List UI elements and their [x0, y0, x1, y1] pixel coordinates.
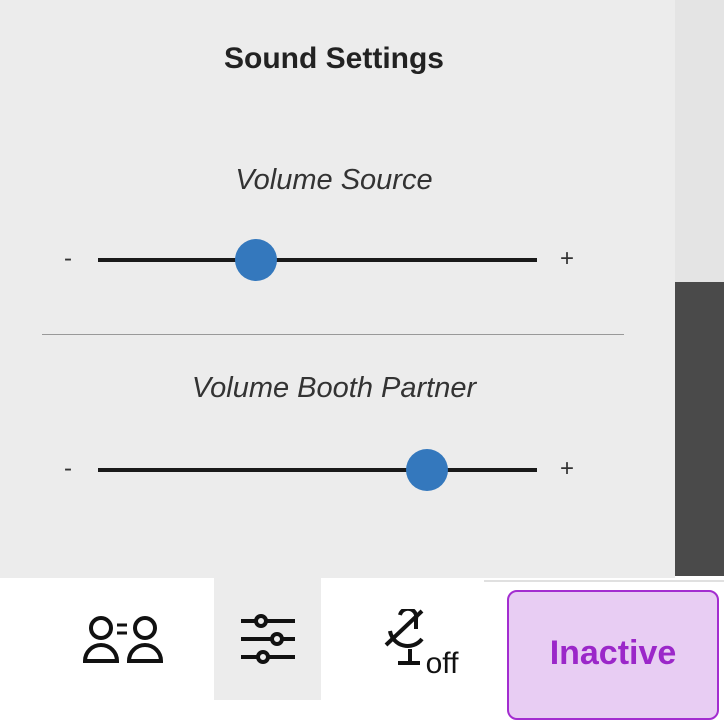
scrollbar-track[interactable]	[675, 0, 724, 282]
sound-settings-panel: Sound Settings Volume Source - + Volume …	[0, 0, 675, 578]
switch-partner-button[interactable]	[70, 578, 175, 700]
volume-source-decrease[interactable]: -	[64, 245, 72, 272]
partner-swap-icon	[82, 616, 163, 663]
volume-partner-increase[interactable]: +	[560, 455, 575, 482]
volume-source-label: Volume Source	[235, 164, 433, 196]
volume-source-thumb[interactable]	[235, 239, 278, 281]
volume-source-slider[interactable]	[98, 239, 537, 281]
scrollbar-thumb[interactable]	[675, 282, 724, 576]
volume-partner-slider[interactable]	[98, 449, 537, 491]
divider	[484, 580, 724, 582]
divider	[42, 334, 624, 335]
volume-partner-label: Volume Booth Partner	[191, 372, 477, 404]
sliders-icon	[240, 614, 295, 664]
mic-off-label: off	[425, 647, 459, 680]
volume-partner-thumb[interactable]	[406, 449, 449, 491]
microphone-off-icon	[384, 609, 424, 665]
status-button[interactable]: Inactive	[507, 590, 719, 720]
panel-title: Sound Settings	[224, 42, 444, 75]
sound-settings-button[interactable]	[214, 578, 321, 700]
volume-partner-decrease[interactable]: -	[64, 455, 72, 482]
microphone-off-button[interactable]: off	[370, 578, 470, 700]
volume-source-increase[interactable]: +	[560, 245, 575, 272]
